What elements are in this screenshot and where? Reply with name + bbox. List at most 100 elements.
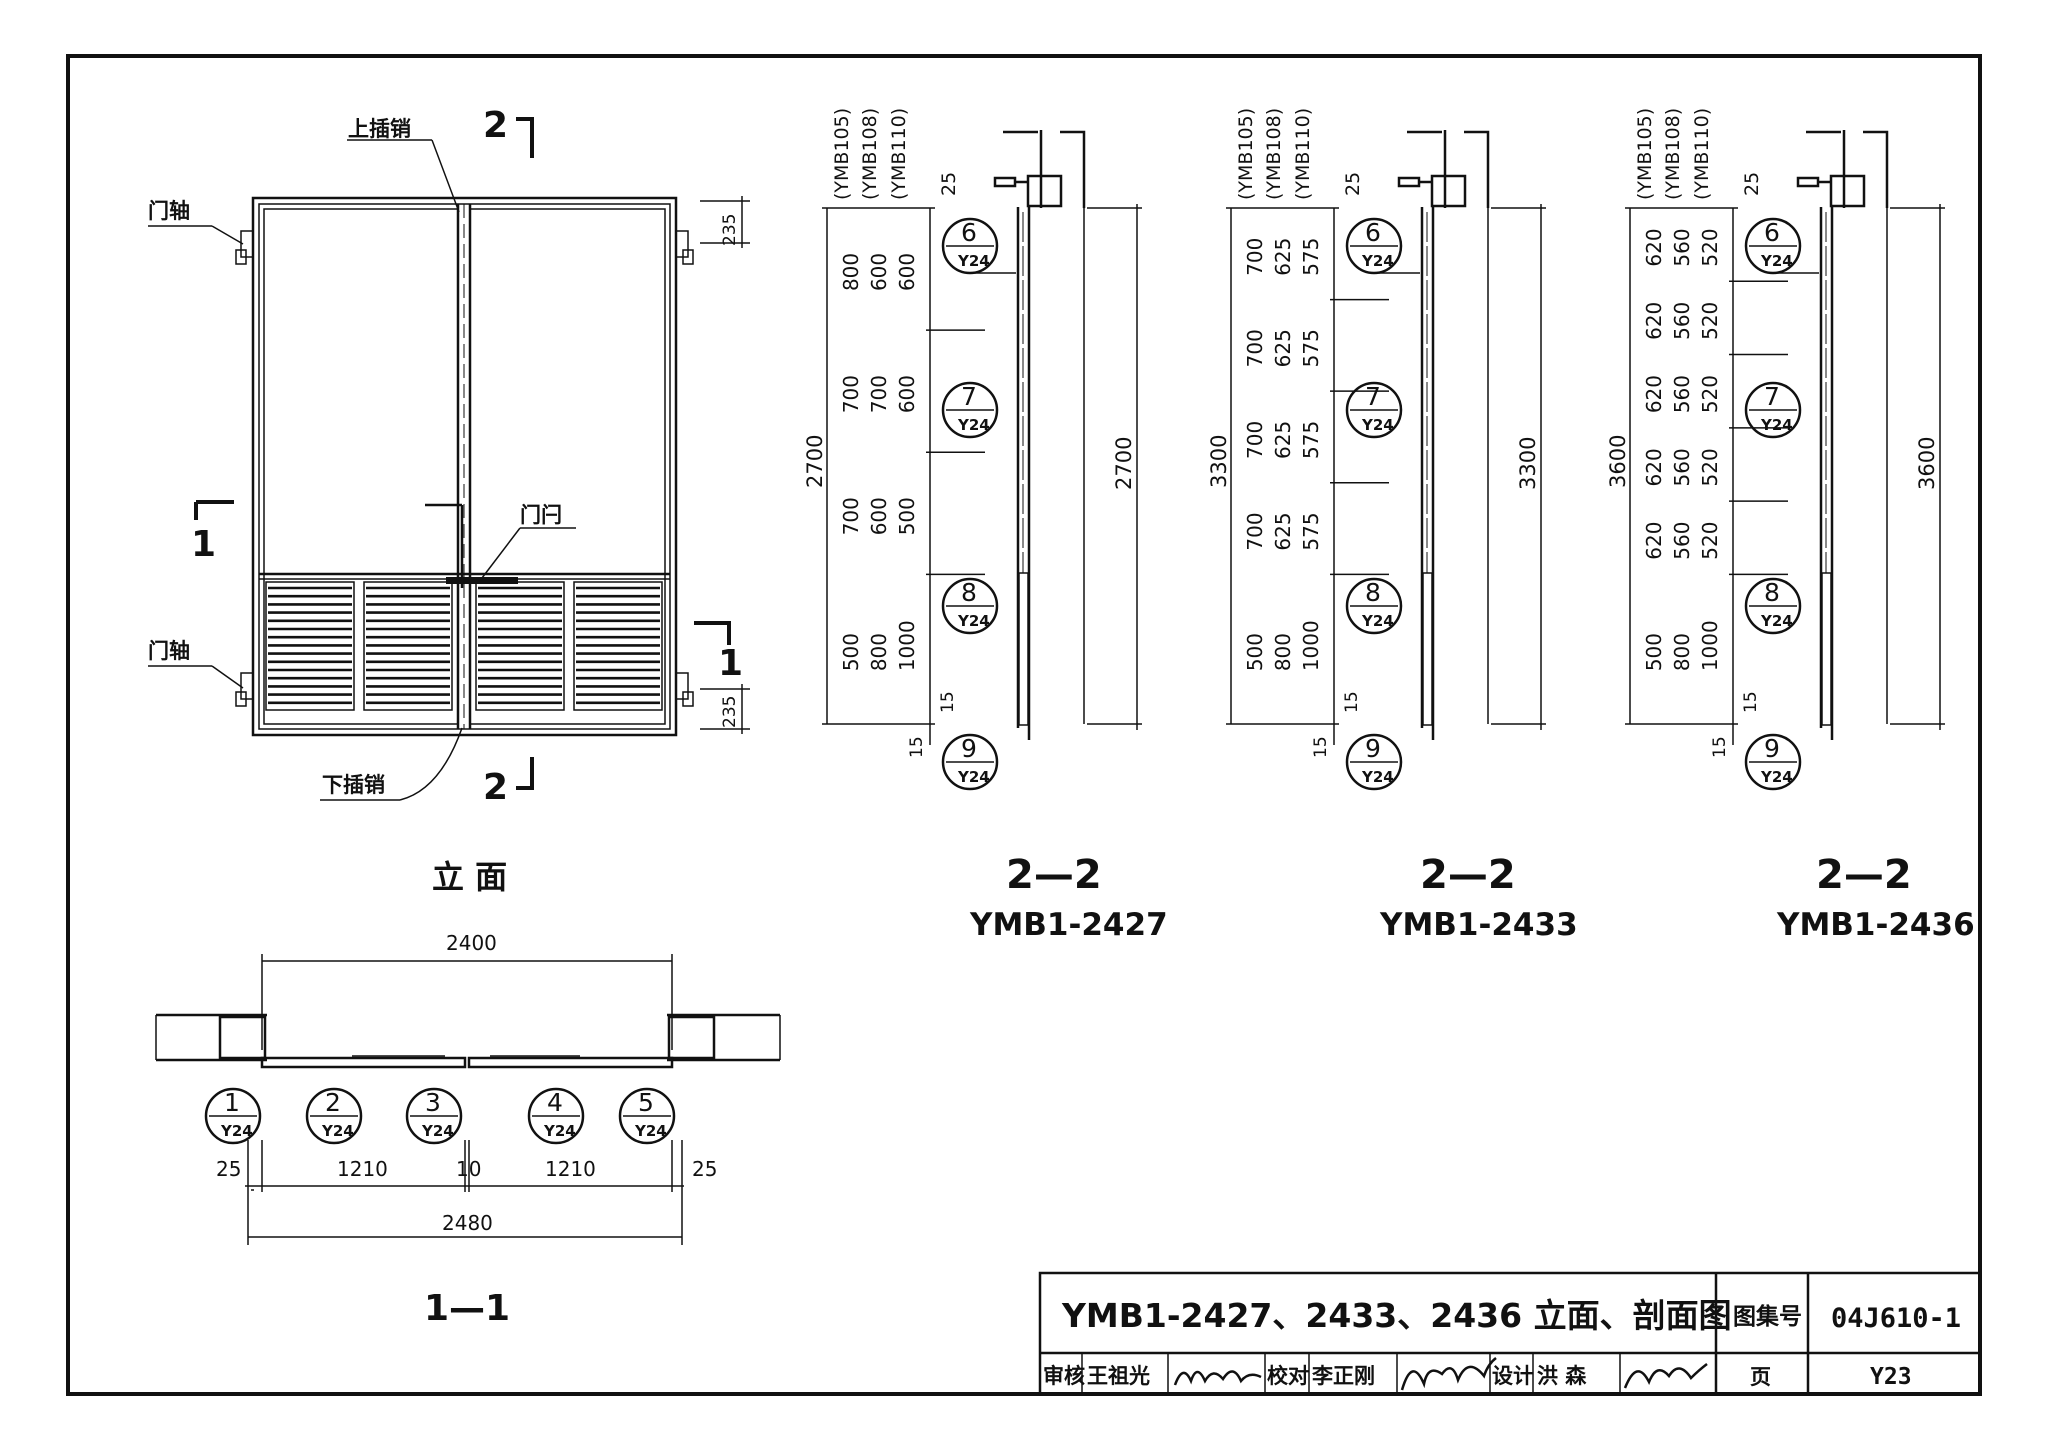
plan-dim-25-left: 25 [216, 1157, 241, 1181]
page-label: 页 [1750, 1365, 1771, 1389]
section-total-right: 3300 [1516, 437, 1540, 490]
callout-number: 9 [961, 734, 977, 763]
callout-ref: Y24 [1361, 612, 1394, 630]
callout-number: 7 [1365, 382, 1381, 411]
callout-number: 6 [1365, 218, 1381, 247]
callout-number: 7 [1764, 382, 1780, 411]
reviewer-name: 王祖光 [1087, 1364, 1150, 1388]
section-total-right: 3600 [1915, 437, 1939, 490]
cut-label-1-left: 1 [191, 524, 216, 565]
drawing-title: YMB1-2427、2433、2436 立面、剖面图 [1061, 1296, 1732, 1335]
callout-ref: Y24 [1361, 252, 1394, 270]
section-row-dim: 700 [1243, 329, 1267, 367]
section-header: (YMB105) [1634, 108, 1656, 200]
review-label: 审核 [1043, 1364, 1085, 1388]
section-bottom-dim-a: 15 [907, 736, 927, 758]
callout-ref: Y24 [321, 1122, 354, 1140]
section-header: (YMB108) [1662, 108, 1684, 200]
dim-235 [700, 196, 750, 734]
section-row-dim: 500 [895, 497, 919, 535]
section-row-dim: 575 [1299, 329, 1323, 367]
section-row-dim: 560 [1670, 448, 1694, 486]
callout-ref: Y24 [421, 1122, 454, 1140]
section-row-dim: 600 [867, 497, 891, 535]
lintel [1026, 174, 1063, 208]
section-bottom-dim-b: 15 [1342, 691, 1362, 713]
section-top-dim: 25 [1342, 172, 1364, 196]
section-header: (YMB110) [888, 108, 910, 200]
cut-label-2-top: 2 [483, 105, 508, 146]
checker-signature [1400, 1357, 1497, 1391]
section-row-dim: 600 [867, 253, 891, 291]
section-row-dim: 575 [1299, 512, 1323, 550]
louver-section [1821, 572, 1832, 726]
callout-number: 9 [1764, 734, 1780, 763]
section-total-left: 3300 [1207, 435, 1231, 488]
wall-pier-left [218, 1015, 267, 1060]
section-row-dim: 560 [1670, 302, 1694, 340]
section-row-dim: 600 [895, 375, 919, 413]
label-pivot-top: 门轴 [148, 199, 190, 223]
atlas-number: 04J610-1 [1831, 1303, 1961, 1334]
callout-number: 2 [325, 1088, 341, 1117]
plan-dim-2480: 2480 [442, 1211, 493, 1235]
designer-name: 洪 森 [1537, 1364, 1587, 1388]
callout-number: 8 [961, 578, 977, 607]
callout-number: 6 [1764, 218, 1780, 247]
cut-mark-2-bottom [516, 757, 534, 790]
left-leaf [263, 208, 459, 725]
section-row-dim: 560 [1670, 375, 1694, 413]
callout-number: 8 [1365, 578, 1381, 607]
section-row-dim: 520 [1698, 522, 1722, 560]
plan-leaf-left [260, 1056, 467, 1069]
plan-dim-2400: 2400 [446, 931, 497, 955]
dim-235-bottom: 235 [720, 696, 740, 728]
section-row-dim: 500 [1243, 633, 1267, 671]
section-row-dim: 575 [1299, 238, 1323, 276]
wall-pier-right [667, 1015, 716, 1060]
section-header: (YMB108) [1263, 108, 1285, 200]
section-row-dim: 800 [867, 633, 891, 671]
callout-number: 5 [638, 1088, 654, 1117]
plan-dim-1210-right: 1210 [545, 1157, 596, 1181]
callout-ref: Y24 [1760, 768, 1793, 786]
section-header: (YMB105) [1235, 108, 1257, 200]
section-total-left: 3600 [1606, 435, 1630, 488]
title-block: YMB1-2427、2433、2436 立面、剖面图 图集号 04J610-1 … [1038, 1271, 1982, 1396]
section-row-dim: 520 [1698, 302, 1722, 340]
callout-number: 4 [547, 1088, 563, 1117]
callout-ref: Y24 [957, 768, 990, 786]
callout-number: 9 [1365, 734, 1381, 763]
louver-group [573, 581, 663, 711]
elevation-caption: 立 面 [432, 858, 507, 896]
section-row-dim: 625 [1271, 512, 1295, 550]
section-row-dim: 600 [895, 253, 919, 291]
callout-ref: Y24 [1760, 612, 1793, 630]
section-row-dim: 1000 [1299, 620, 1323, 671]
callout-number: 7 [961, 382, 977, 411]
plan-caption: 1—1 [424, 1288, 510, 1329]
designer-signature [1623, 1363, 1708, 1389]
callout-ref: Y24 [957, 416, 990, 434]
section-row-dim: 700 [1243, 421, 1267, 459]
callout-number: 1 [224, 1088, 240, 1117]
atlas-label: 图集号 [1733, 1303, 1802, 1330]
section-row-dim: 700 [839, 375, 863, 413]
section-row-dim: 1000 [895, 620, 919, 671]
section-total-right: 2700 [1112, 437, 1136, 490]
section-total-left: 2700 [803, 435, 827, 488]
section-header: (YMB105) [831, 108, 853, 200]
label-top-bolt: 上插销 [348, 117, 411, 141]
latch [425, 503, 576, 588]
